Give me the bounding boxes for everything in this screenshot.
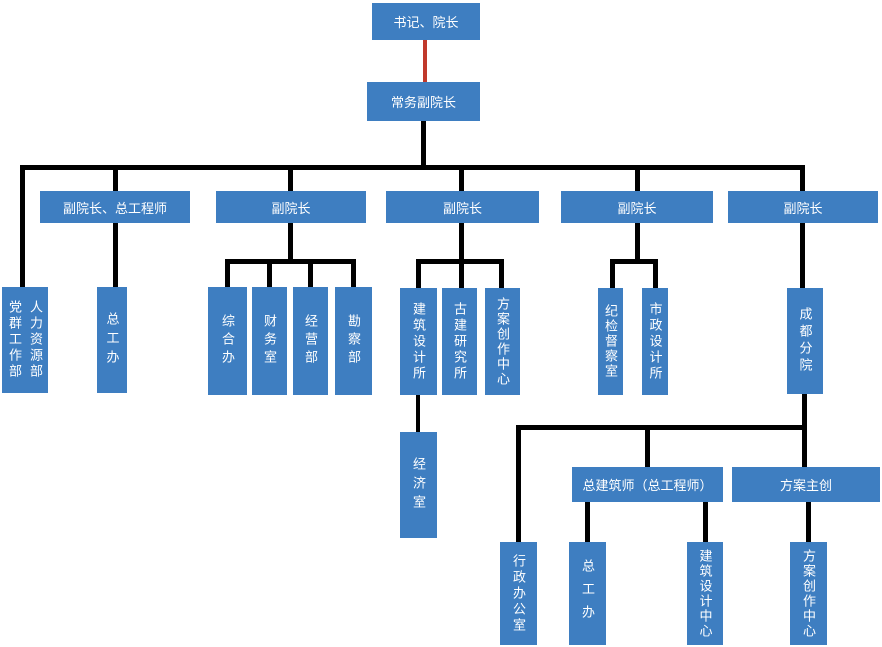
node-label: 副院长 [617, 200, 657, 216]
connector-drop-admin-office [516, 425, 521, 542]
connector-vpB-down [288, 223, 293, 261]
connector-drop-vp-chief-engineer [113, 170, 118, 191]
node-label: 成都分院 [797, 307, 813, 375]
node-vp-4: 副院长 [561, 191, 713, 223]
node-municipal-design-institute: 市政设计所 [642, 288, 668, 395]
connector-chiefarch-to-chiefoffice [585, 502, 590, 542]
connector-drop-general-affairs [225, 259, 230, 287]
connector-chengdu-down [802, 394, 807, 428]
connector-vpA-to-chief-office [113, 223, 118, 287]
node-party-mass-and-hr-dept: 党群工作部 人力资源部 [2, 287, 48, 393]
node-label: 纪检督察室 [603, 304, 618, 379]
connector-vpC-down [459, 223, 464, 261]
node-general-affairs-office: 综合办 [208, 287, 247, 395]
node-label: 财务室 [262, 314, 277, 368]
connector-drop-ancient-research [459, 259, 464, 288]
node-label: 市政设计所 [647, 301, 663, 382]
connector-drop-vp2 [288, 170, 293, 191]
node-label: 建筑设计中心 [697, 548, 713, 639]
node-branch-scheme-creation-center: 方案创作中心 [790, 542, 827, 645]
node-label: 总工办 [580, 559, 595, 628]
node-vp-chief-engineer: 副院长、总工程师 [40, 191, 190, 223]
connector-vpB-bus [225, 259, 354, 264]
connector-vpD-down [635, 223, 640, 261]
node-label: 副院长 [271, 200, 311, 216]
connector-drop-arch-design-institute [416, 259, 421, 288]
node-admin-office: 行政办公室 [500, 542, 537, 645]
node-label: 建筑设计所 [411, 301, 426, 382]
connector-exec-down [421, 120, 426, 166]
node-label: 经营部 [303, 314, 318, 368]
connector-drop-vp3 [459, 170, 464, 191]
node-label: 古建研究所 [452, 301, 467, 382]
node-vp-2: 副院长 [216, 191, 366, 223]
node-label-hr: 人力资源部 [28, 300, 43, 380]
node-chief-engineer-office: 总工办 [97, 287, 127, 393]
node-label: 勘察部 [346, 314, 361, 368]
connector-drop-municipal [653, 259, 658, 288]
connector-drop-discipline [610, 259, 615, 288]
connector-drop-vp4 [635, 170, 640, 191]
node-label: 副院长 [783, 200, 823, 216]
node-label: 综合办 [220, 314, 235, 368]
node-economy-office: 经济室 [400, 432, 437, 538]
connector-drop-scheme-center [499, 259, 504, 288]
connector-vpD-bus [610, 259, 658, 264]
node-finance-office: 财务室 [252, 287, 287, 395]
connector-drop-chief-architect [645, 425, 650, 467]
connector-drop-business [308, 259, 313, 287]
node-vp-5: 副院长 [728, 191, 878, 223]
node-survey-dept: 勘察部 [335, 287, 372, 395]
connector-drop-scheme-lead [802, 425, 807, 467]
node-label: 方案主创 [779, 478, 832, 493]
node-architectural-design-institute: 建筑设计所 [400, 288, 437, 395]
node-chief-architect: 总建筑师（总工程师） [572, 467, 723, 502]
node-label: 方案创作中心 [801, 548, 816, 639]
node-branch-chief-engineer-office: 总工办 [569, 542, 606, 645]
node-label: 经济室 [411, 456, 426, 514]
node-chengdu-branch: 成都分院 [787, 288, 823, 394]
node-label: 总建筑师（总工程师） [582, 478, 713, 493]
connector-arch-to-economy [416, 395, 420, 432]
node-architectural-design-center: 建筑设计中心 [687, 542, 723, 645]
connector-drop-party-mass [20, 165, 25, 287]
node-label: 总工办 [104, 311, 120, 369]
connector-vpE-to-chengdu [800, 223, 805, 288]
connector-chengdu-bus [516, 425, 807, 430]
node-label: 方案创作中心 [495, 296, 510, 387]
node-label-party-mass: 党群工作部 [7, 300, 22, 380]
node-discipline-inspection-office: 纪检督察室 [598, 288, 623, 395]
node-executive-vice-president: 常务副院长 [367, 82, 480, 121]
node-business-dept: 经营部 [293, 287, 328, 395]
connector-drop-finance [267, 259, 272, 287]
node-scheme-lead: 方案主创 [732, 467, 880, 502]
node-ancient-architecture-research-institute: 古建研究所 [442, 288, 477, 395]
connector-root-to-exec [423, 40, 427, 83]
node-label: 副院长 [442, 200, 482, 216]
node-vp-3: 副院长 [386, 191, 539, 223]
node-secretary-president: 书记、院长 [372, 3, 480, 40]
node-scheme-creation-center: 方案创作中心 [485, 288, 520, 395]
node-label: 书记、院长 [393, 15, 459, 30]
node-label: 常务副院长 [390, 95, 456, 110]
connector-drop-vp5 [800, 165, 805, 191]
connector-trunk [20, 165, 805, 170]
connector-chiefarch-to-designcenter [703, 502, 708, 542]
connector-schemelead-to-creationcenter [806, 502, 811, 542]
node-label: 行政办公室 [511, 553, 526, 634]
connector-drop-survey [351, 259, 356, 287]
node-label: 副院长、总工程师 [62, 200, 167, 216]
